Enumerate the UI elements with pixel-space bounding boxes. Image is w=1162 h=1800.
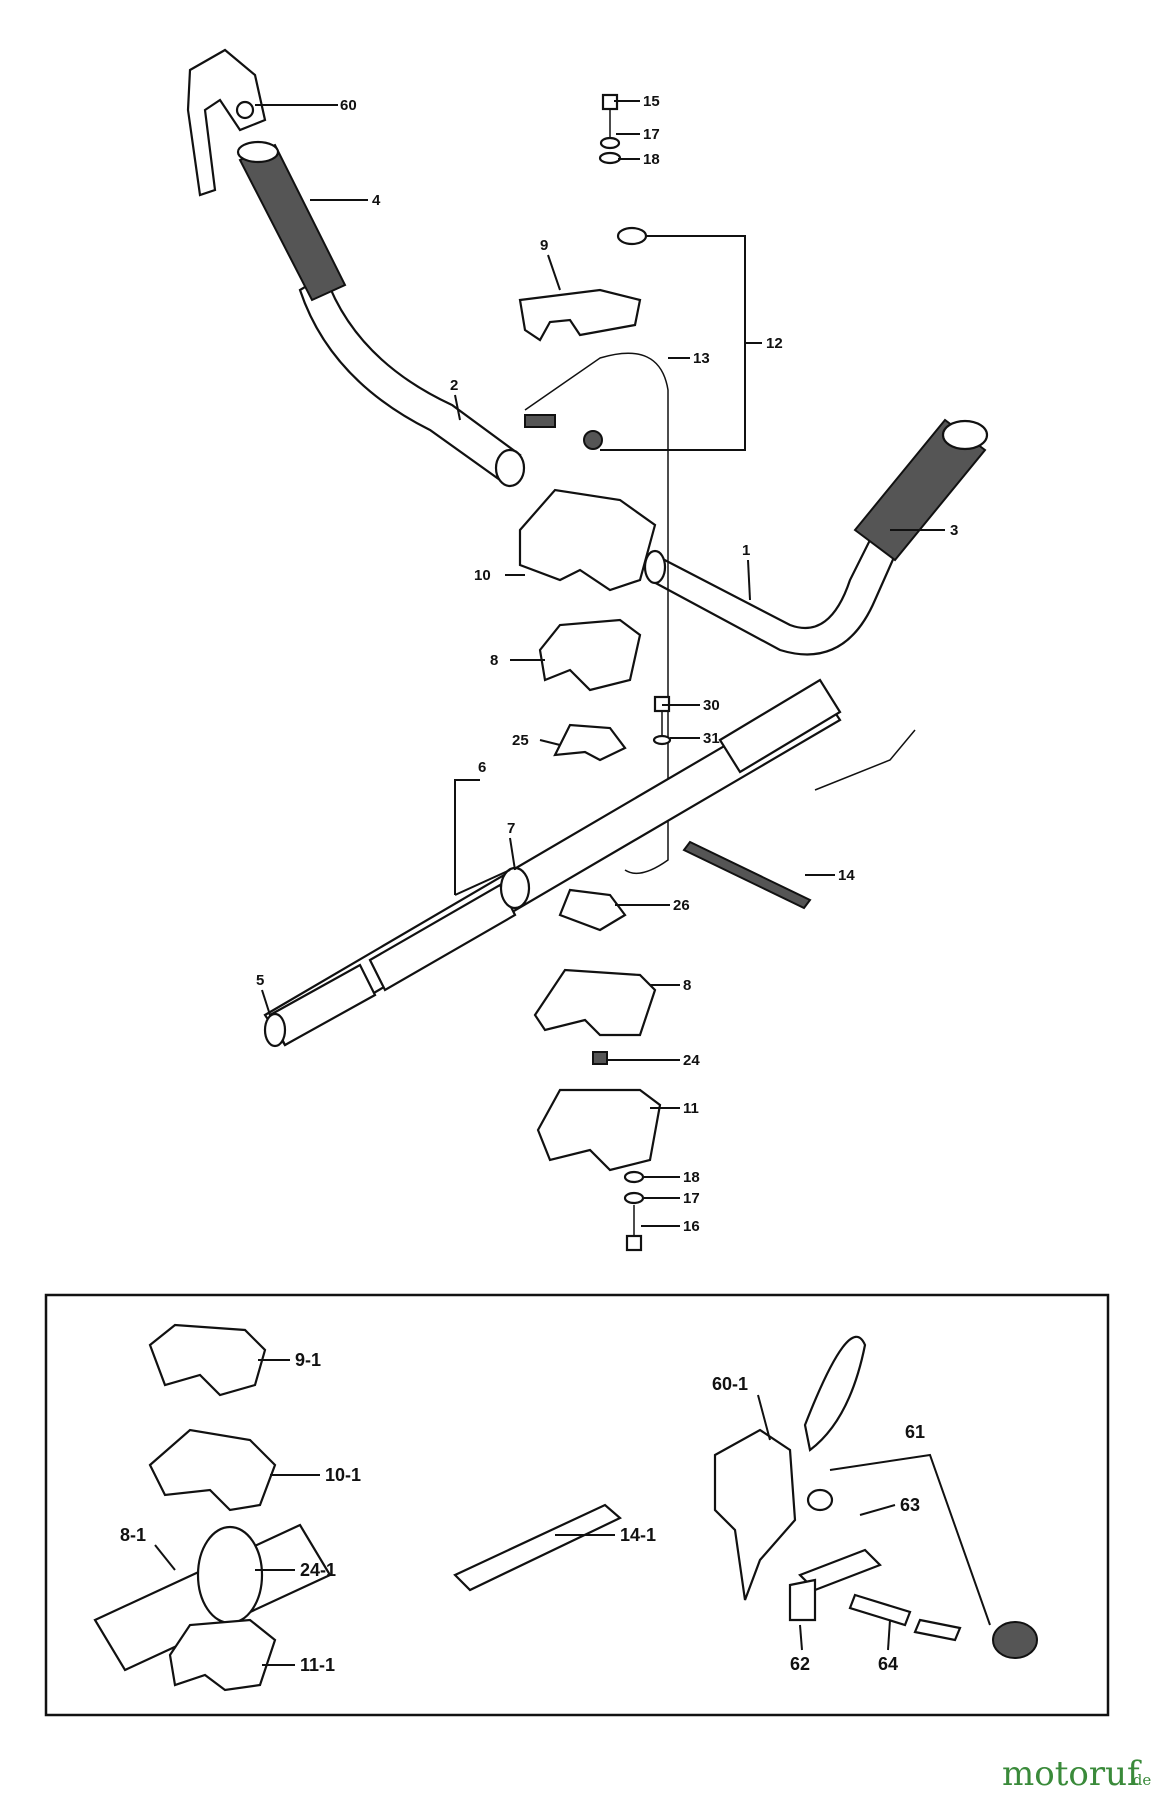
bolt-top <box>598 93 622 165</box>
right-handlebar-tube <box>648 538 897 656</box>
label-24-1: 24-1 <box>300 1560 336 1580</box>
right-grip <box>853 418 987 562</box>
left-grip <box>238 143 347 302</box>
label-6: 6 <box>478 759 486 776</box>
clamp-10-1 <box>148 1428 277 1512</box>
clamp-upper <box>518 288 642 342</box>
label-60-1: 60-1 <box>712 1374 748 1394</box>
label-18-bottom: 18 <box>683 1169 700 1186</box>
label-30: 30 <box>703 697 720 714</box>
switch-terminal <box>583 430 603 450</box>
left-handlebar-tube <box>298 273 522 482</box>
switch-wire <box>524 352 669 875</box>
label-62: 62 <box>790 1654 810 1674</box>
clamp-9-1 <box>148 1323 267 1397</box>
rod-14-1 <box>453 1503 622 1592</box>
label-24: 24 <box>683 1052 700 1069</box>
label-13: 13 <box>693 350 710 367</box>
label-12: 12 <box>766 335 783 352</box>
label-1: 1 <box>742 542 750 559</box>
label-31: 31 <box>703 730 720 747</box>
label-8-upper: 8 <box>490 652 498 669</box>
label-11: 11 <box>683 1100 699 1117</box>
tube-end <box>494 448 526 488</box>
sleeve-24-1 <box>196 1525 264 1625</box>
watermark-logo: motoruf <box>1002 1754 1142 1794</box>
label-64: 64 <box>878 1654 898 1674</box>
label-17-bottom: 17 <box>683 1190 700 1207</box>
label-14-1: 14-1 <box>620 1525 656 1545</box>
label-10-1: 10-1 <box>325 1465 361 1485</box>
inset-frame <box>44 1293 1110 1717</box>
label-3: 3 <box>950 522 958 539</box>
grip-end <box>236 140 280 164</box>
drive-tube-upper <box>718 678 842 774</box>
clamp-11-1 <box>168 1618 277 1692</box>
clamp-half-25 <box>553 723 627 762</box>
label-8-1: 8-1 <box>120 1525 146 1545</box>
label-61: 61 <box>905 1422 925 1442</box>
bolt-bottom <box>623 1170 645 1252</box>
leader-lines <box>255 100 945 1227</box>
lever-assembly <box>713 1335 1038 1659</box>
label-11-1: 11-1 <box>300 1655 335 1675</box>
throttle-lever <box>186 48 267 197</box>
label-2: 2 <box>450 377 458 394</box>
throttle-cable <box>814 729 916 791</box>
inset-leader-lines <box>154 1359 991 1666</box>
washer <box>616 226 648 246</box>
grip-end-right <box>941 419 989 451</box>
tube-end-right <box>643 549 667 585</box>
drive-tube-lower <box>368 883 517 992</box>
label-9-1: 9-1 <box>295 1350 321 1370</box>
clamp-half-26 <box>558 888 627 932</box>
label-60: 60 <box>340 97 357 114</box>
shaft-end <box>263 1012 287 1048</box>
clamp-eleven <box>536 1088 662 1172</box>
label-10: 10 <box>474 567 491 584</box>
clamp-lower <box>518 488 657 592</box>
label-5: 5 <box>256 972 264 989</box>
label-63: 63 <box>900 1495 920 1515</box>
rod <box>682 840 812 910</box>
sleeve <box>499 866 531 910</box>
label-26: 26 <box>673 897 690 914</box>
label-16: 16 <box>683 1218 700 1235</box>
label-7: 7 <box>507 820 515 837</box>
clamp-eight-upper <box>538 618 642 692</box>
label-8-lower: 8 <box>683 977 691 994</box>
nut <box>592 1051 608 1065</box>
watermark-domain: .de <box>1128 1771 1151 1789</box>
switch-plate <box>524 414 556 428</box>
label-14: 14 <box>838 867 855 884</box>
label-4: 4 <box>372 192 381 209</box>
clamp-eight-lower <box>533 968 657 1037</box>
label-17-top: 17 <box>643 126 660 143</box>
label-25: 25 <box>512 732 529 749</box>
label-15: 15 <box>643 93 660 110</box>
label-18-top: 18 <box>643 151 660 168</box>
label-9: 9 <box>540 237 548 254</box>
